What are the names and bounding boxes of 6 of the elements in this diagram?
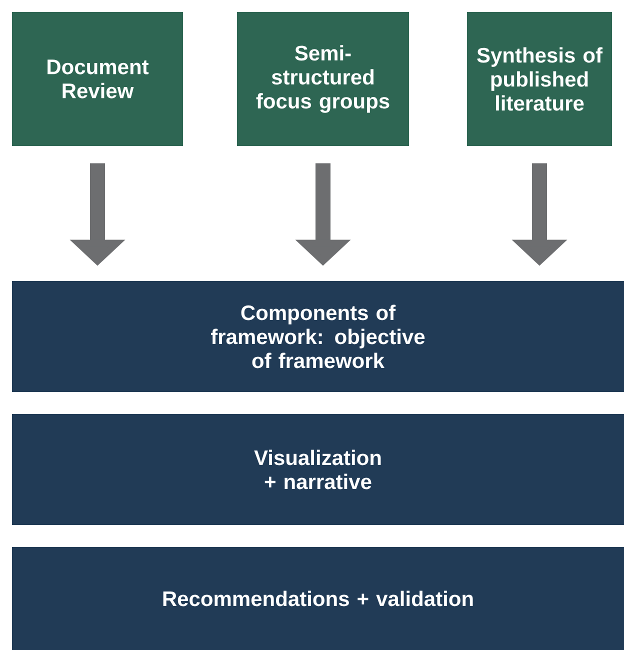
stage-box: Components of framework: objective of framework (12, 281, 624, 392)
stage-box: Recommendations + validation (12, 547, 624, 650)
source-box: Document Review (12, 12, 183, 146)
source-box: Semi-structured focus groups (237, 12, 409, 146)
source-box: Synthesis of published literature (467, 12, 612, 146)
stage-box: Visualization + narrative (12, 414, 624, 525)
